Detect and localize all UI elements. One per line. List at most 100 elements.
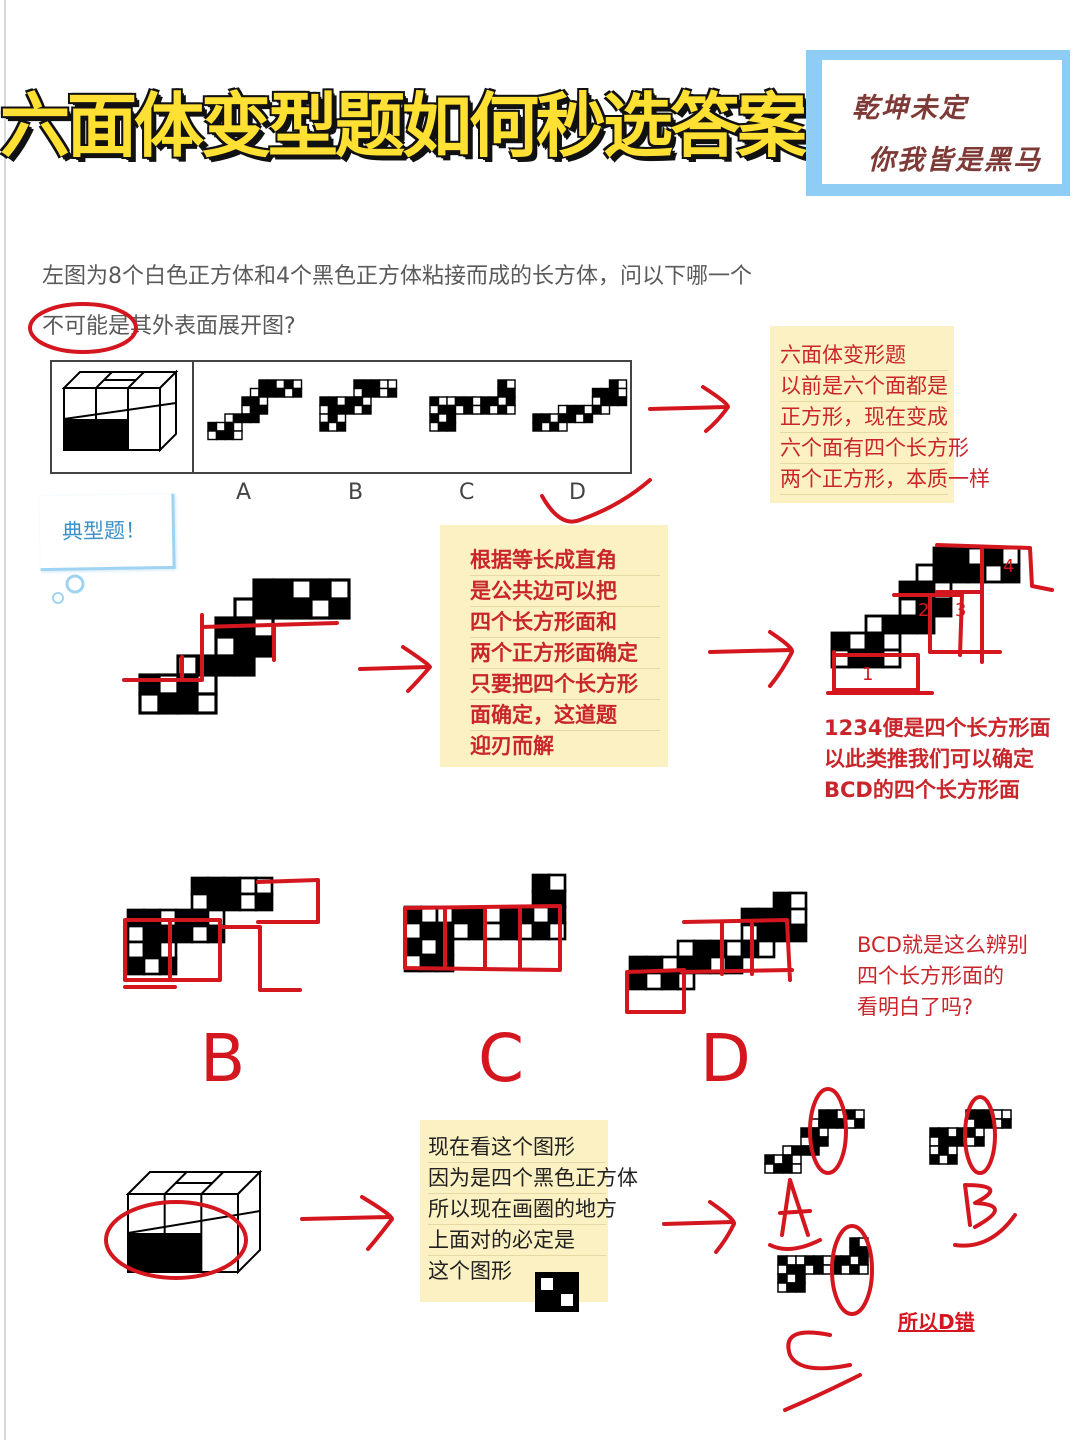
arrow-icon — [708, 630, 795, 688]
net-cell — [292, 379, 303, 390]
net-cell — [795, 1282, 806, 1293]
conclusion-text: 所以D错 — [898, 1310, 975, 1334]
bcd-text: BCD就是这么辨别 四个长方形面的 看明白了吗? — [857, 930, 1028, 1023]
net-cell — [361, 387, 372, 398]
net-annotation-lines — [122, 613, 339, 682]
page-edge — [4, 0, 6, 1440]
explain-line: 以此类推我们可以确定 — [824, 747, 1034, 771]
net-cell — [292, 387, 303, 398]
cuboid-edge — [163, 1171, 188, 1195]
net-cell — [974, 1136, 985, 1147]
small-net-a — [764, 1109, 865, 1174]
net-cell — [549, 413, 560, 424]
handwritten-label-d: D — [700, 1020, 751, 1097]
net-cell — [788, 923, 808, 943]
net-cell — [249, 413, 260, 424]
option-a-label: A — [236, 480, 252, 505]
net-cell — [429, 404, 440, 415]
net-cell — [138, 692, 161, 715]
net-cell — [1000, 563, 1021, 584]
note3-line: 这个图形 — [428, 1259, 512, 1283]
bcd-line: BCD就是这么辨别 — [857, 933, 1028, 957]
net-cell — [319, 421, 330, 432]
option-c-label: C — [459, 480, 475, 505]
net-cell — [429, 413, 440, 424]
net-cell — [309, 578, 332, 601]
arrow-icon — [662, 1200, 737, 1254]
face-number-1: 1 — [862, 664, 874, 685]
note2-line: 面确定，这道题 — [470, 700, 660, 731]
net-cell — [327, 413, 338, 424]
net-cell — [361, 396, 372, 407]
option-d-label: D — [569, 480, 586, 505]
net-d-outlines — [625, 918, 794, 1014]
net-cell — [232, 413, 243, 424]
net-c-outlines — [403, 904, 562, 972]
net-cell — [283, 379, 294, 390]
net-cell — [224, 430, 235, 441]
net-cell — [157, 692, 180, 715]
net-cell — [249, 404, 260, 415]
net-cell — [344, 404, 355, 415]
net-cell — [531, 873, 551, 893]
cuboid-edge — [95, 371, 113, 389]
net-cell — [557, 404, 568, 415]
net-cell — [497, 396, 508, 407]
net-cell — [378, 379, 389, 390]
net-cell — [505, 387, 516, 398]
net-cell — [480, 404, 491, 415]
net-cell — [791, 1163, 802, 1174]
net-cell — [275, 387, 286, 398]
face-pattern — [535, 1272, 579, 1312]
note1-line: 两个正方形，本质一样 — [780, 464, 990, 495]
net-cell — [271, 578, 294, 601]
net-cell — [319, 404, 330, 415]
explain-line: 1234便是四个长方形面 — [824, 716, 1051, 740]
net-cell — [336, 396, 347, 407]
option-b-net — [319, 379, 398, 432]
net-cell — [437, 404, 448, 415]
face-number-2: 2 — [918, 600, 930, 621]
net-cell — [207, 430, 218, 441]
net-cell — [818, 1136, 829, 1147]
net-cell — [215, 430, 226, 441]
handwritten-label-b: B — [200, 1020, 246, 1097]
net-cell — [600, 404, 611, 415]
net-cell — [454, 396, 465, 407]
net-cell — [608, 387, 619, 398]
net-cell — [488, 396, 499, 407]
net-cell — [574, 404, 585, 415]
net-cell — [336, 421, 347, 432]
checkmark-icon — [540, 478, 652, 524]
typical-question-sticky: 典型题！ — [39, 493, 176, 572]
net-cell — [497, 379, 508, 390]
net-cell — [505, 396, 516, 407]
bubble-decoration — [52, 574, 85, 604]
net-cell — [233, 654, 256, 677]
net-cell — [854, 1118, 865, 1129]
net-cell — [252, 578, 275, 601]
note2-line: 迎刃而解 — [470, 734, 554, 758]
net-cell — [591, 404, 602, 415]
net-cell — [505, 404, 516, 415]
net-cell — [319, 413, 330, 424]
net-cell — [497, 404, 508, 415]
net-cell — [387, 387, 398, 398]
net-cell — [215, 421, 226, 432]
net-cell — [258, 387, 269, 398]
net-cell — [549, 421, 560, 432]
net-cell — [591, 387, 602, 398]
explanation-text: 1234便是四个长方形面 以此类推我们可以确定 BCD的四个长方形面 — [824, 713, 1050, 806]
net-cell — [258, 379, 269, 390]
net-cell — [788, 891, 808, 911]
net-cell — [249, 387, 260, 398]
net-cell — [608, 396, 619, 407]
net-cell — [176, 692, 199, 715]
net-cell — [566, 413, 577, 424]
net-cell — [557, 421, 568, 432]
option-a-net — [207, 379, 303, 441]
net-cell — [353, 387, 364, 398]
small-net-c — [777, 1237, 869, 1293]
option-d-net — [532, 379, 628, 432]
cuboid-figure — [61, 369, 179, 453]
